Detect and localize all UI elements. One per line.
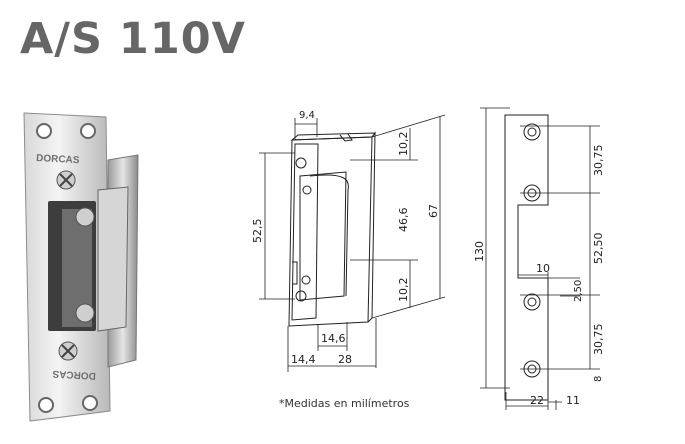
dim-notch-width: 10 xyxy=(536,262,550,275)
top-screw xyxy=(56,170,76,190)
product-title: A/S 110V xyxy=(20,14,246,64)
latch xyxy=(48,201,96,331)
measurement-note: *Medidas en milímetros xyxy=(279,397,410,410)
dim-depth-b: 14,4 xyxy=(291,353,316,366)
iso-dim-lines xyxy=(259,114,446,372)
iso-body xyxy=(288,131,377,327)
dim-depth-a: 14,6 xyxy=(321,332,346,345)
body xyxy=(97,154,139,368)
plate-dim-lines xyxy=(480,107,600,410)
dim-height-left: 52,5 xyxy=(251,219,264,244)
dim-plate-total: 130 xyxy=(473,241,486,262)
brand-text-bottom: DORCAS xyxy=(52,368,96,381)
dim-mid: 46,6 xyxy=(397,208,410,233)
dim-lower-holes: 30,75 xyxy=(592,324,605,356)
dim-top-gap: 10,2 xyxy=(397,132,410,157)
dim-top-offset: 9,4 xyxy=(299,110,315,121)
dim-edge: 8 xyxy=(593,376,604,382)
top-right-hole xyxy=(80,123,96,139)
dim-notch-height: 2,50 xyxy=(573,280,584,302)
bottom-screw xyxy=(58,341,78,361)
top-left-hole xyxy=(36,123,52,139)
bottom-right-hole xyxy=(82,395,98,411)
dim-width: 22 xyxy=(530,394,544,407)
product-photo: DORCAS DORCAS xyxy=(23,112,139,422)
brand-text-top: DORCAS xyxy=(36,153,80,166)
dim-total-height: 67 xyxy=(427,204,440,218)
dim-offset: 11 xyxy=(566,394,580,407)
plate-view xyxy=(504,114,549,401)
dim-bottom-gap: 10,2 xyxy=(397,278,410,303)
dim-middle: 52,50 xyxy=(592,233,605,265)
bottom-left-hole xyxy=(38,397,54,413)
dim-depth-c: 28 xyxy=(338,353,352,366)
dim-upper-holes: 30,75 xyxy=(592,145,605,177)
